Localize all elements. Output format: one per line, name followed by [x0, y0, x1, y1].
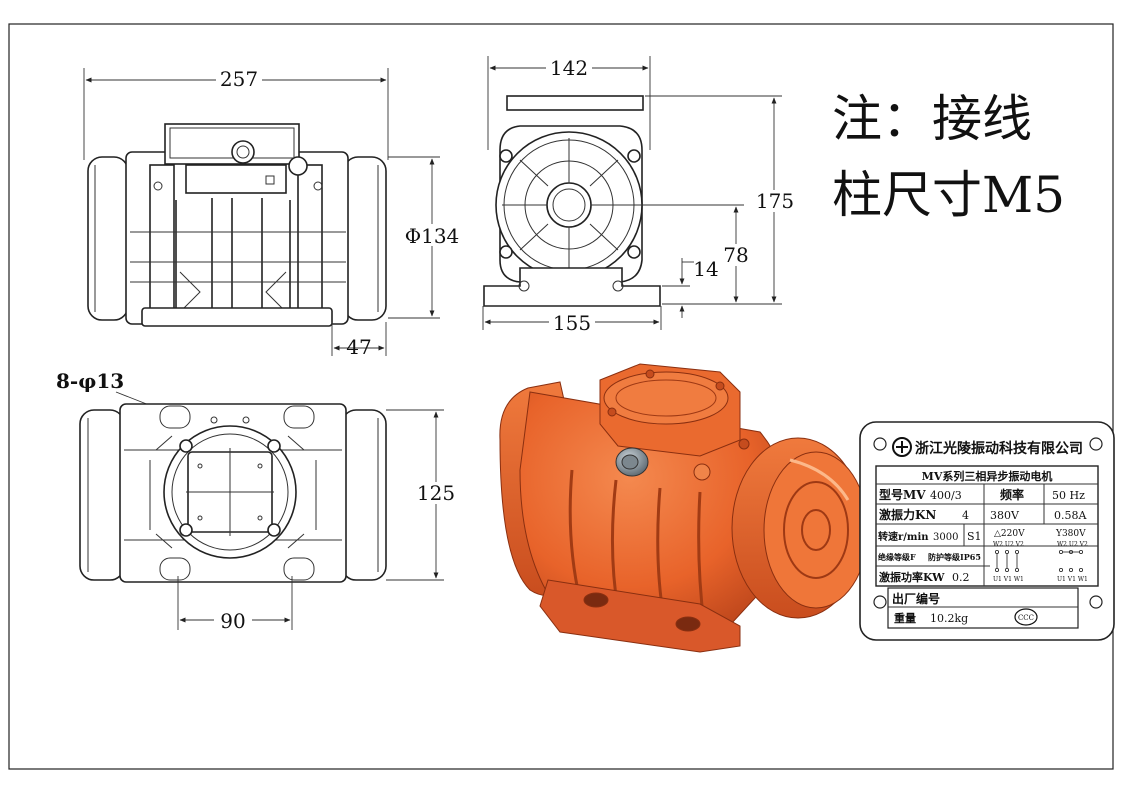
plate-duty: S1	[967, 530, 982, 543]
dim-side-axis-height: 78	[723, 243, 748, 267]
plate-weight-label: 重量	[894, 611, 916, 625]
dim-front-width: 257	[220, 67, 258, 91]
dim-hole-spec: 8-φ13	[56, 369, 124, 393]
note-line-2: 柱尺寸M5	[832, 166, 1065, 224]
plate-insulation: 绝缘等级F	[878, 552, 916, 562]
dim-bottom-spacing: 90	[220, 609, 245, 633]
wiring-note: 注：接线 柱尺寸M5	[832, 90, 1065, 224]
plate-company: 浙江光陵振动科技有限公司	[915, 440, 1083, 457]
plate-power-value: 0.2	[952, 571, 970, 584]
dim-bottom-depth: 125	[417, 481, 455, 505]
note-line-1: 注：接线	[832, 90, 1032, 148]
plate-terminals-bottom-star: U1 V1 W1	[1057, 576, 1088, 583]
plate-serial-label: 出厂编号	[892, 591, 940, 606]
plate-model-value: 400/3	[930, 489, 962, 502]
plate-freq-label: 频率	[1000, 487, 1024, 502]
dim-front-foot: 47	[346, 335, 371, 359]
plate-series: MV系列三相异步振动电机	[922, 469, 1053, 483]
plate-model-label: 型号MV	[879, 487, 926, 502]
dim-side-foot: 14	[693, 257, 718, 281]
wiring-diagram-icon	[995, 550, 1084, 573]
sheet-border	[8, 23, 1114, 770]
nameplate: 浙江光陵振动科技有限公司 MV系列三相异步振动电机 型号MV 400/3 频率 …	[859, 421, 1115, 641]
plate-terminals-top-delta: W2 U2 V2	[993, 541, 1024, 548]
plate-power-label: 激振功率KW	[879, 570, 945, 584]
plate-delta-voltage: △220V	[994, 529, 1025, 539]
plate-voltage: 380V	[990, 509, 1020, 522]
dim-side-width-top: 142	[550, 56, 588, 80]
plate-weight-value: 10.2kg	[930, 612, 968, 625]
plate-speed-value: 3000	[933, 532, 958, 543]
plate-terminals-bottom-delta: U1 V1 W1	[993, 576, 1024, 583]
side-view: 142 155 175 78	[482, 56, 798, 335]
plate-freq-value: 50 Hz	[1052, 489, 1085, 502]
plate-star-voltage: Y380V	[1055, 529, 1086, 539]
svg-text:CCC: CCC	[1018, 614, 1034, 622]
dim-side-height: 175	[756, 189, 794, 213]
plate-terminals-top-star: W2 U2 V2	[1057, 541, 1088, 548]
plate-protection: 防护等级IP65	[928, 552, 981, 562]
dim-front-height: Φ134	[405, 224, 460, 248]
plate-speed-label: 转速r/min	[878, 530, 929, 543]
plate-current: 0.58A	[1054, 509, 1087, 522]
ccc-mark-icon: CCC	[1014, 608, 1038, 626]
plate-force-label: 激振力KN	[879, 507, 936, 522]
motor-render	[499, 363, 869, 653]
bottom-view: 8-φ13 125	[56, 369, 462, 633]
company-logo-icon	[892, 437, 912, 457]
plate-force-value: 4	[962, 509, 969, 522]
front-view: 257 Φ134 47	[83, 67, 466, 359]
dim-side-width-bottom: 155	[553, 311, 591, 335]
